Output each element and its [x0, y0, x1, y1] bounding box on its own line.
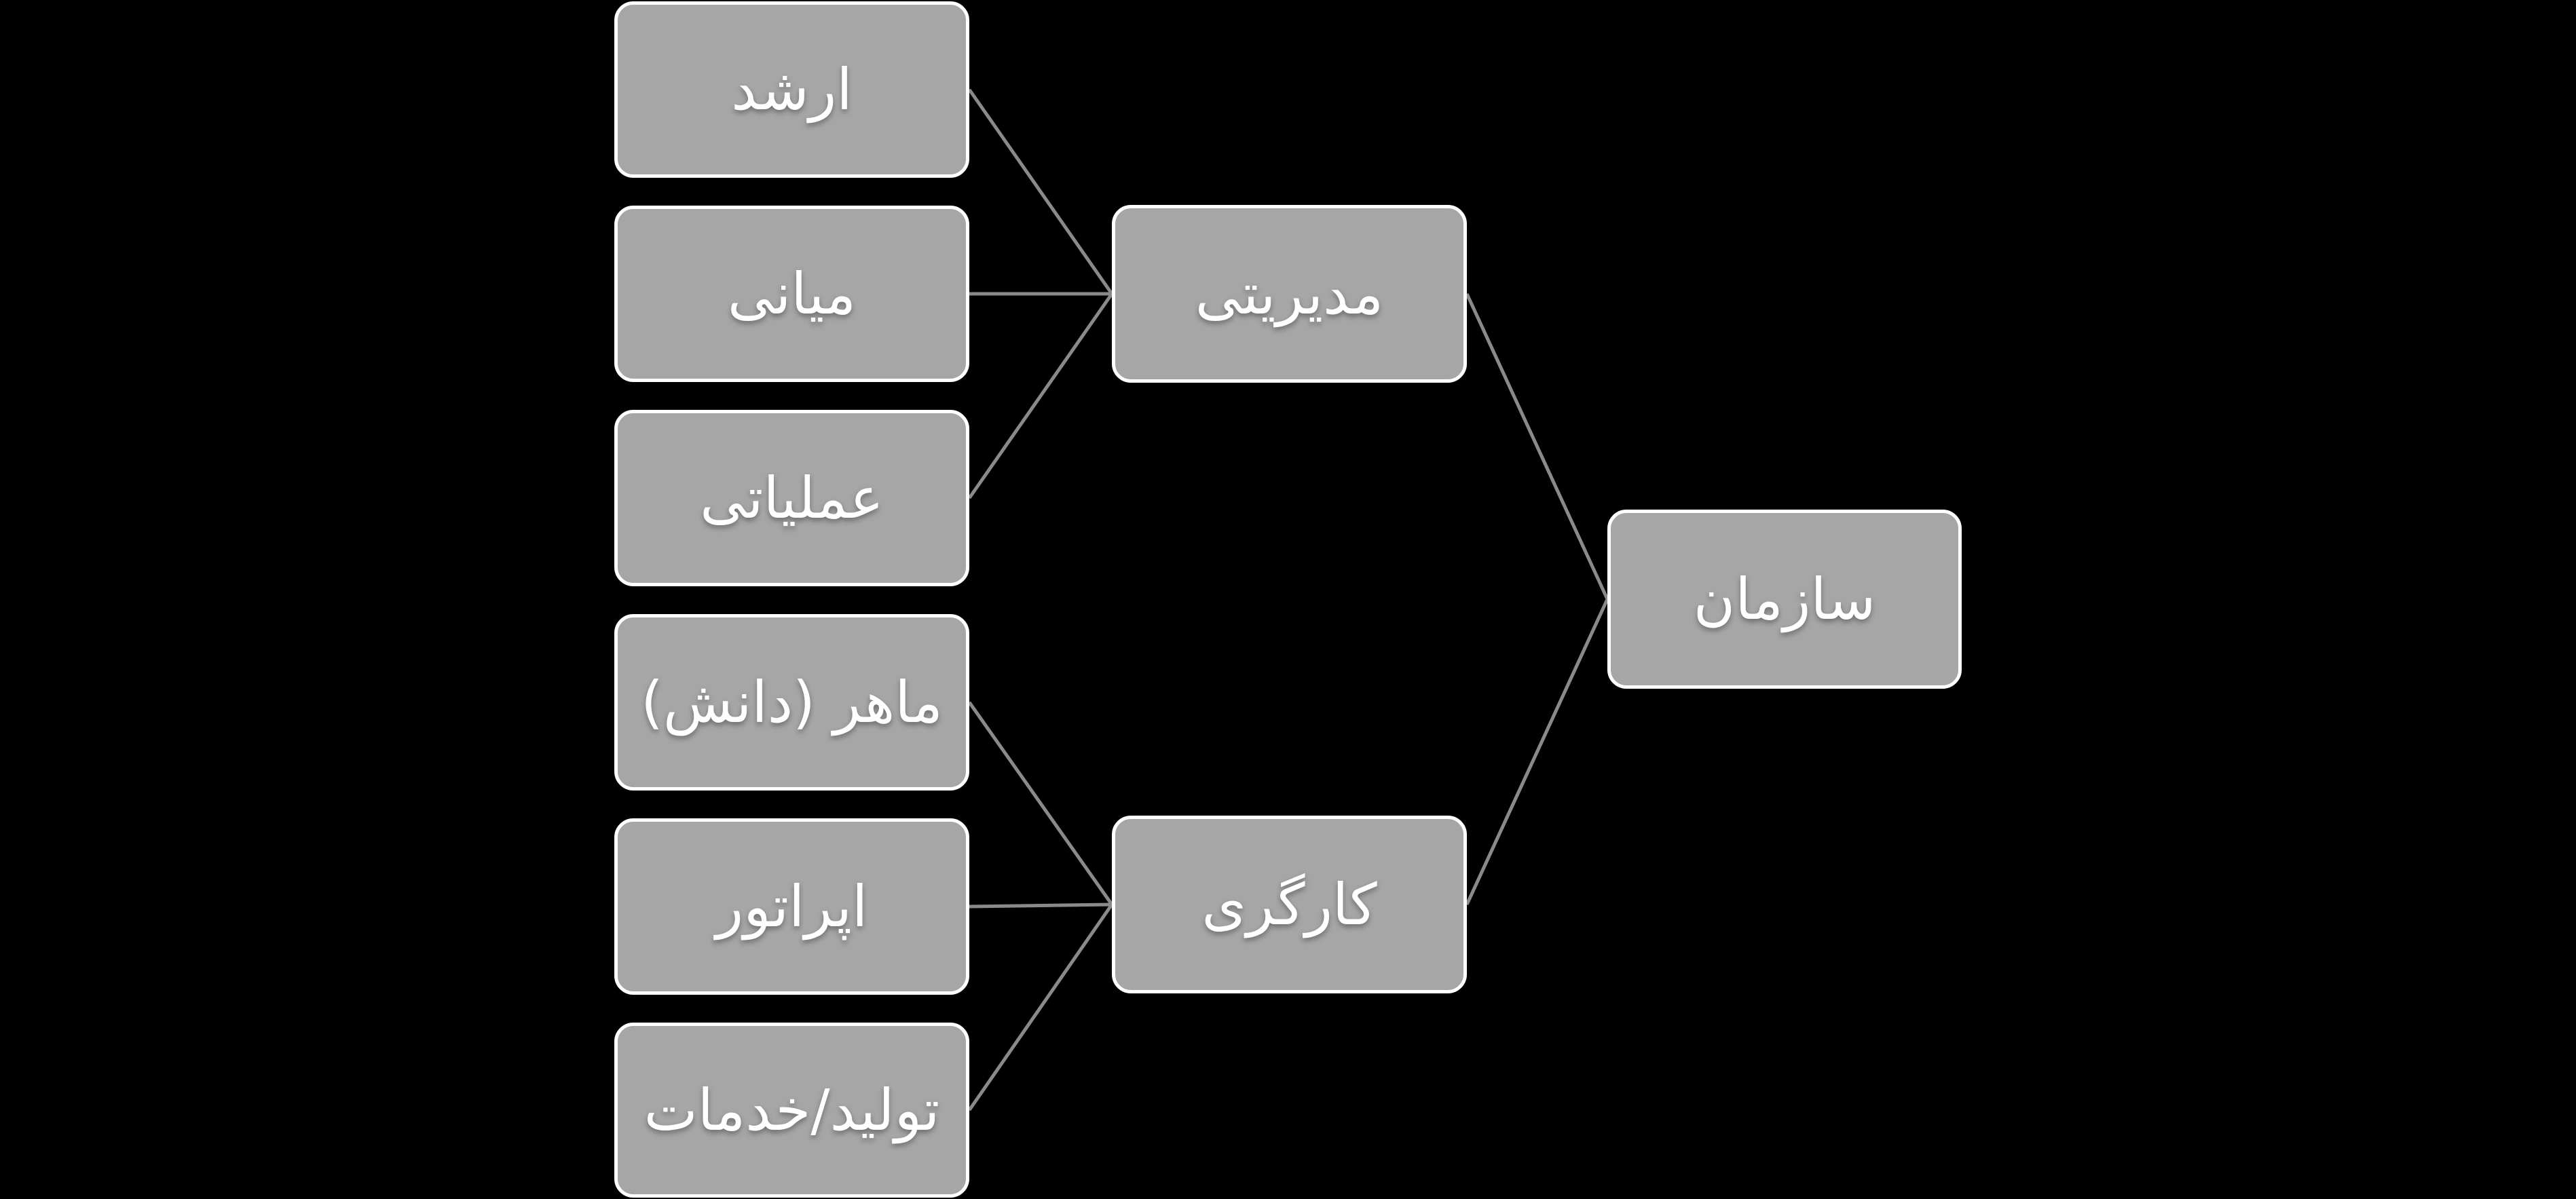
- node-miani: میانی: [614, 206, 969, 382]
- node-label-arshad: ارشد: [731, 56, 853, 123]
- edge-operator-to-kargari: [969, 902, 1113, 909]
- edge-amaliati-to-modiriati: [967, 292, 1114, 499]
- node-kargari: کارگری: [1112, 816, 1467, 993]
- node-arshad: ارشد: [614, 1, 969, 178]
- node-label-miani: میانی: [727, 261, 857, 327]
- edge-maher-danesh-to-kargari: [967, 701, 1114, 906]
- edge-kargari-to-sazman: [1465, 598, 1609, 906]
- edge-modiriati-to-sazman: [1465, 292, 1609, 601]
- node-label-sazman: سازمان: [1693, 566, 1876, 632]
- node-modiriati: مدیریتی: [1112, 205, 1467, 383]
- node-sazman: سازمان: [1607, 510, 1962, 689]
- node-tolid-khadamat: تولید/خدمات: [614, 1023, 969, 1198]
- node-maher-danesh: ماهر (دانش): [614, 614, 969, 791]
- node-label-modiriati: مدیریتی: [1195, 261, 1384, 327]
- node-amaliati: عملیاتی: [614, 410, 969, 586]
- edge-arshad-to-modiriati: [967, 88, 1114, 295]
- node-operator: اپراتور: [614, 818, 969, 995]
- node-label-kargari: کارگری: [1201, 871, 1377, 938]
- edge-tolid-khadamat-to-kargari: [967, 903, 1114, 1111]
- node-label-amaliati: عملیاتی: [700, 465, 884, 531]
- node-label-operator: اپراتور: [715, 873, 868, 940]
- node-label-tolid-khadamat: تولید/خدمات: [643, 1077, 940, 1143]
- node-label-maher-danesh: ماهر (دانش): [641, 669, 943, 736]
